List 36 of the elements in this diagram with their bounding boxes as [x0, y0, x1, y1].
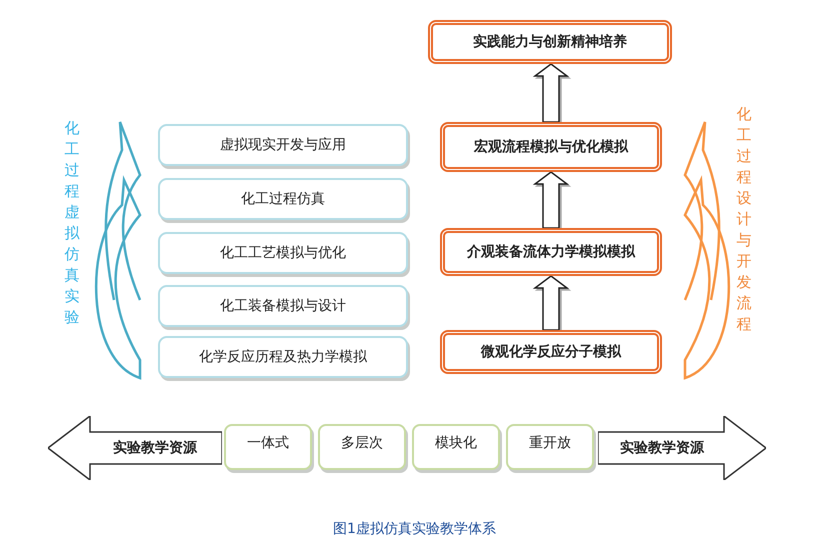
block-arrow — [532, 63, 570, 123]
rounded-box — [318, 424, 406, 470]
box-label: 化工过程仿真 — [241, 190, 325, 208]
rounded-box — [440, 330, 662, 374]
rounded-box — [158, 124, 408, 166]
box-label: 实验教学资源 — [620, 439, 704, 457]
box-label: 化学反应历程及热力学模拟 — [199, 348, 367, 366]
box-label: 微观化学反应分子模拟 — [481, 343, 621, 361]
rounded-box — [440, 122, 662, 172]
box-label: 介观装备流体力学模拟模拟 — [467, 243, 635, 261]
rounded-box — [158, 232, 408, 274]
box-label: 重开放 — [529, 434, 571, 452]
side-label: 化工过程虚拟仿真实验 — [64, 118, 80, 328]
rounded-box — [428, 20, 672, 64]
box-label: 多层次 — [341, 434, 383, 452]
rounded-box — [224, 424, 312, 470]
box-label: 模块化 — [435, 434, 477, 452]
rounded-box — [440, 228, 662, 276]
rounded-box — [158, 285, 408, 327]
side-label: 化工过程设计与开发流程 — [736, 104, 752, 335]
rounded-box — [158, 336, 408, 378]
rounded-box — [158, 178, 408, 220]
rounded-box — [412, 424, 500, 470]
box-label: 宏观流程模拟与优化模拟 — [474, 138, 628, 156]
box-label: 化工装备模拟与设计 — [220, 297, 346, 315]
box-label: 实践能力与创新精神培养 — [473, 33, 627, 51]
left-block-arrow — [48, 416, 222, 480]
box-label: 化工工艺模拟与优化 — [220, 244, 346, 262]
rounded-box — [506, 424, 594, 470]
right-block-arrow — [598, 416, 766, 480]
box-label: 实验教学资源 — [113, 439, 197, 457]
block-arrow — [532, 171, 570, 229]
box-label: 虚拟现实开发与应用 — [220, 136, 346, 154]
figure-caption: 图1虚拟仿真实验教学体系 — [332, 520, 497, 538]
box-label: 一体式 — [247, 434, 289, 452]
block-arrow — [532, 275, 570, 331]
